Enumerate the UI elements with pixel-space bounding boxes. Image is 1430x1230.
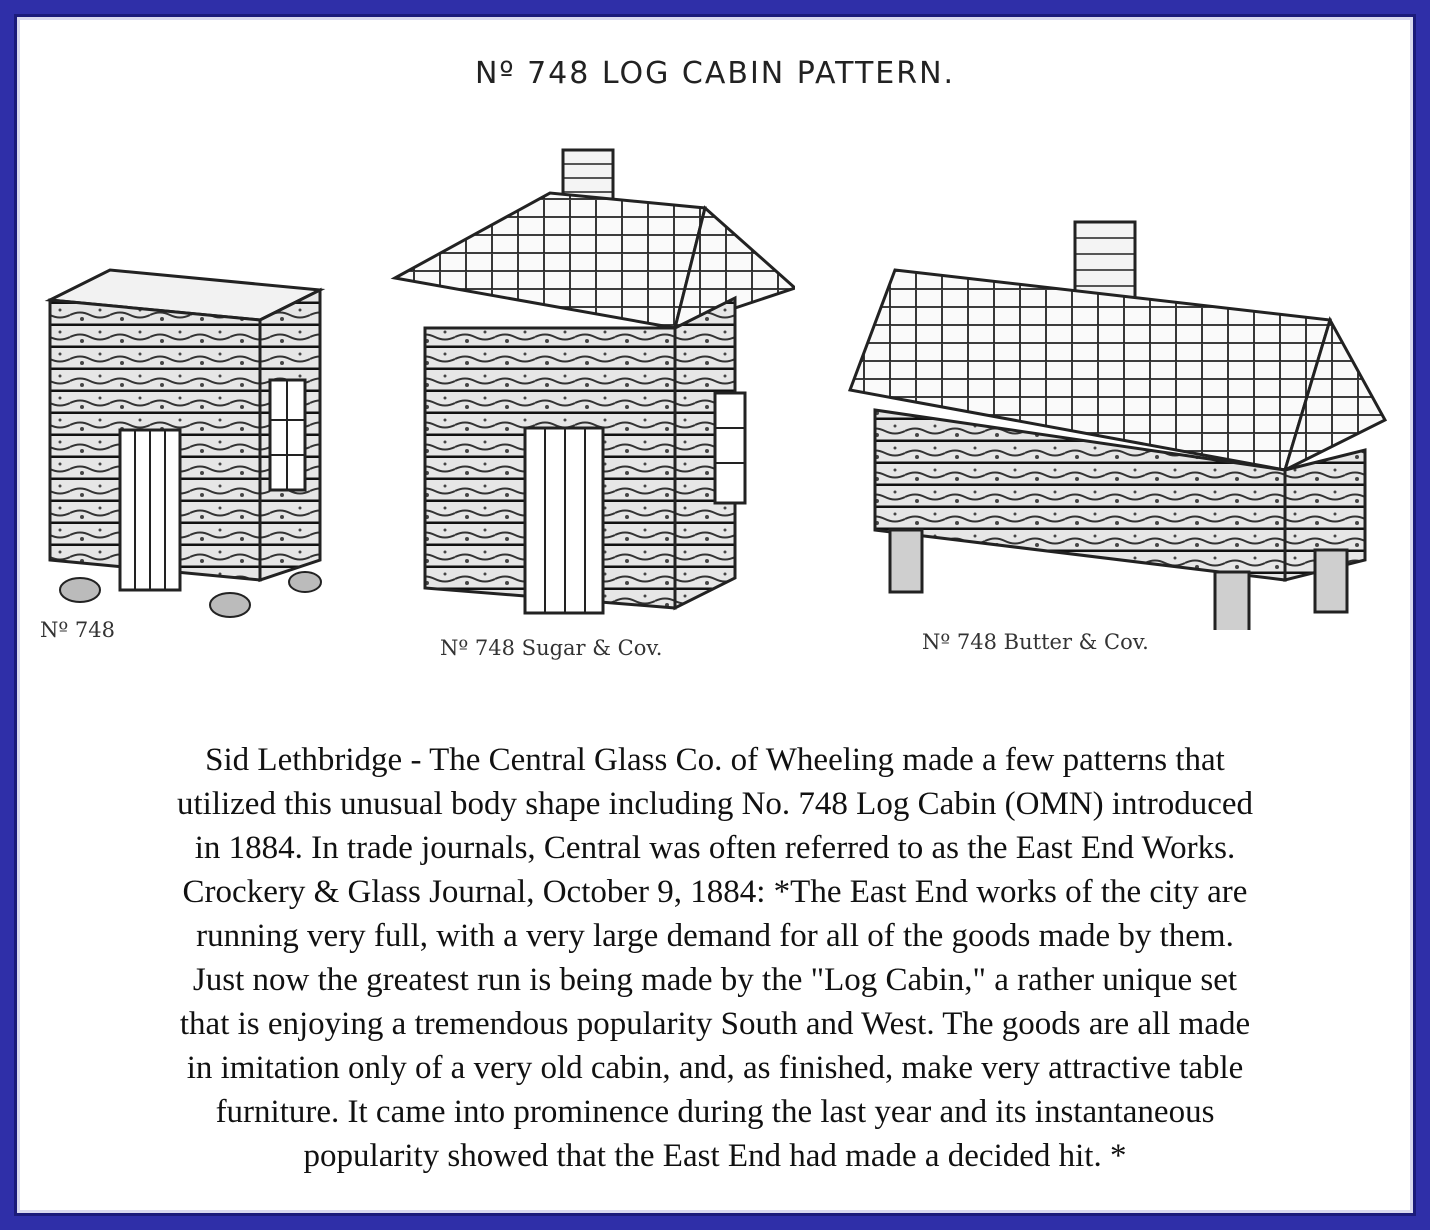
caption-line: Crockery & Glass Journal, October 9, 188… [182, 874, 1248, 910]
log-cabin-spooner-illustration [30, 260, 330, 620]
item-label-spooner: Nº 748 [40, 618, 116, 642]
caption-line: that is enjoying a tremendous popularity… [179, 1006, 1251, 1042]
caption-line: Just now the greatest run is being made … [192, 962, 1238, 998]
caption-line: in 1884. In trade journals, Central was … [194, 830, 1236, 866]
caption-line: Sid Lethbridge - The Central Glass Co. o… [205, 742, 1225, 778]
caption-text: Sid Lethbridge - The Central Glass Co. o… [20, 738, 1410, 1178]
log-cabin-sugar-illustration [375, 128, 795, 628]
caption-line: popularity showed that the East End had … [303, 1138, 1127, 1174]
document-page: Nº 748 LOG CABIN PATTERN. [20, 20, 1410, 1210]
log-cabin-butter-illustration [825, 200, 1390, 630]
caption-line: in imitation only of a very old cabin, a… [186, 1050, 1244, 1086]
item-label-sugar: Nº 748 Sugar & Cov. [440, 636, 663, 660]
caption-line: furniture. It came into prominence durin… [215, 1094, 1215, 1130]
item-label-butter: Nº 748 Butter & Cov. [922, 630, 1149, 654]
caption-line: running very full, with a very large dem… [196, 918, 1234, 954]
catalog-title: Nº 748 LOG CABIN PATTERN. [474, 56, 956, 91]
caption-line: utilized this unusual body shape includi… [176, 786, 1253, 822]
